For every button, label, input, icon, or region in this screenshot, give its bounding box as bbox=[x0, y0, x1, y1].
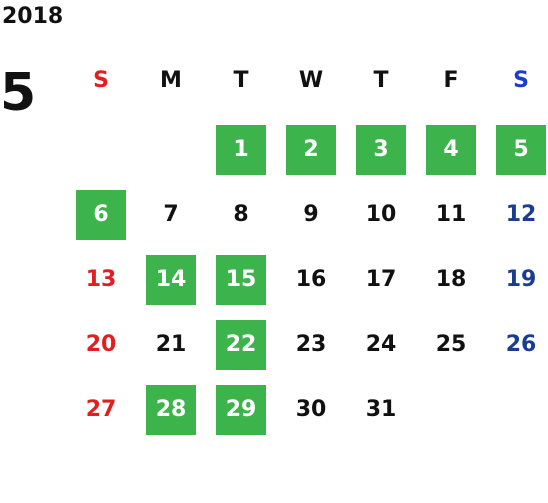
day-cell-highlighted: 6 bbox=[76, 190, 126, 240]
weekday-label: S bbox=[93, 68, 109, 93]
day-cell-highlighted: 29 bbox=[216, 385, 266, 435]
day-cell-highlighted: 1 bbox=[216, 125, 266, 175]
day-cell: 17 bbox=[365, 267, 397, 292]
day-cell: 25 bbox=[435, 332, 467, 357]
day-cell-highlighted: 14 bbox=[146, 255, 196, 305]
day-cell: 8 bbox=[233, 202, 249, 227]
day-cell: 31 bbox=[365, 397, 397, 422]
day-cell: 21 bbox=[155, 332, 187, 357]
weekday-label: M bbox=[160, 68, 182, 93]
calendar-year: 2018 bbox=[2, 4, 64, 29]
weekday-label: F bbox=[443, 68, 459, 93]
weekday-label: W bbox=[298, 68, 324, 93]
day-cell: 19 bbox=[505, 267, 537, 292]
day-cell-highlighted: 22 bbox=[216, 320, 266, 370]
day-cell-highlighted: 28 bbox=[146, 385, 196, 435]
day-cell: 26 bbox=[505, 332, 537, 357]
day-cell: 20 bbox=[85, 332, 117, 357]
day-cell: 23 bbox=[295, 332, 327, 357]
day-cell-highlighted: 2 bbox=[286, 125, 336, 175]
day-cell-highlighted: 4 bbox=[426, 125, 476, 175]
day-cell-highlighted: 15 bbox=[216, 255, 266, 305]
weekday-label: S bbox=[513, 68, 529, 93]
day-cell: 16 bbox=[295, 267, 327, 292]
day-cell: 24 bbox=[365, 332, 397, 357]
day-cell: 9 bbox=[303, 202, 319, 227]
calendar-month: 5 bbox=[0, 63, 37, 123]
day-cell: 11 bbox=[435, 202, 467, 227]
weekday-label: T bbox=[233, 68, 249, 93]
day-cell: 12 bbox=[505, 202, 537, 227]
day-cell: 13 bbox=[85, 267, 117, 292]
day-cell: 7 bbox=[163, 202, 179, 227]
day-cell: 18 bbox=[435, 267, 467, 292]
day-cell: 30 bbox=[295, 397, 327, 422]
day-cell: 27 bbox=[85, 397, 117, 422]
day-cell: 10 bbox=[365, 202, 397, 227]
day-cell-highlighted: 5 bbox=[496, 125, 546, 175]
day-cell-highlighted: 3 bbox=[356, 125, 406, 175]
weekday-label: T bbox=[373, 68, 389, 93]
